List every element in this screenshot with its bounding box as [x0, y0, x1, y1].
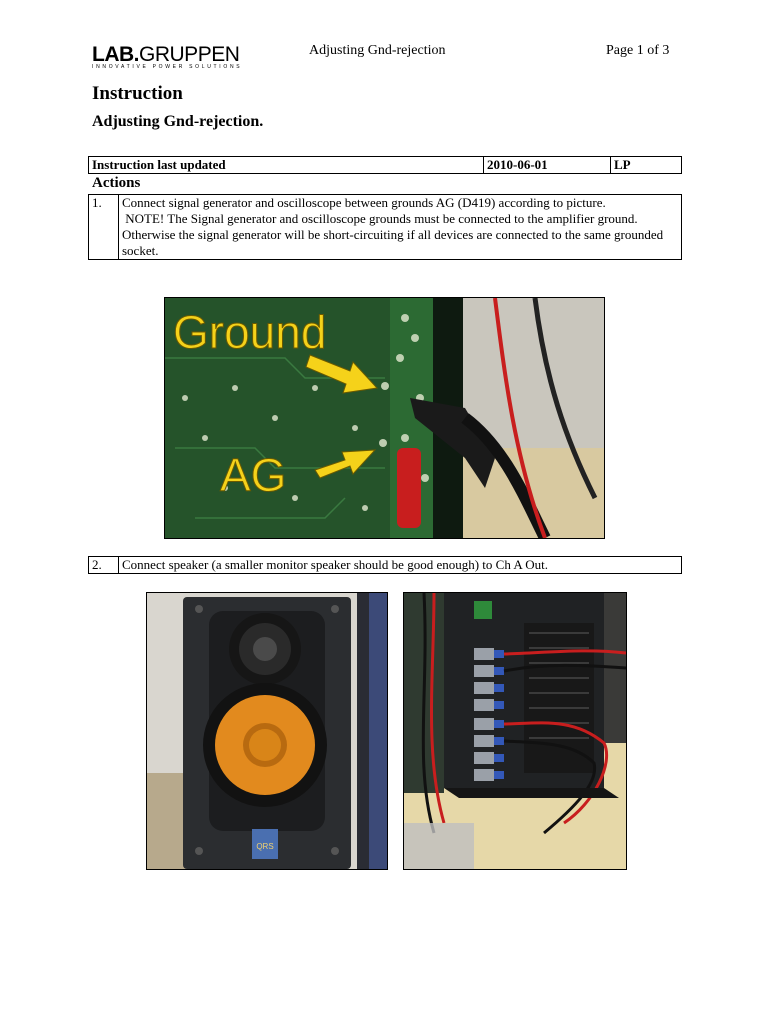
table-row: 2. Connect speaker (a smaller monitor sp… [88, 556, 682, 574]
step-number: 1. [88, 194, 119, 260]
step-text: Connect signal generator and oscilloscop… [118, 194, 682, 260]
ground-arrow-icon [305, 354, 379, 394]
step-2-table: 2. Connect speaker (a smaller monitor sp… [88, 556, 682, 574]
header-doc-title: Adjusting Gnd-rejection [309, 43, 446, 58]
table-row: Instruction last updated 2010-06-01 LP [88, 156, 682, 174]
logo-wordmark: LAB.GRUPPEN [92, 43, 240, 66]
ag-label: AG [220, 449, 286, 501]
ground-label: Ground [173, 306, 326, 358]
updated-table: Instruction last updated 2010-06-01 LP [88, 156, 682, 174]
ag-arrow-icon [314, 449, 377, 479]
pcb-ground-photo: Ground AG [164, 297, 605, 539]
monitor-speaker-photo: QRS [146, 592, 388, 870]
pcb-ground-illustration: Ground AG [165, 298, 604, 538]
speaker-badge-text: QRS [256, 842, 273, 851]
updated-label: Instruction last updated [88, 156, 484, 174]
table-row: 1. Connect signal generator and oscillos… [88, 194, 682, 260]
updated-author: LP [610, 156, 682, 174]
step-text-line: Connect signal generator and oscilloscop… [122, 195, 606, 210]
step-1-table: 1. Connect signal generator and oscillos… [88, 194, 682, 260]
lab-gruppen-logo: LAB.GRUPPEN INNOVATIVE POWER SOLUTIONS [92, 44, 284, 74]
logo-tagline: INNOVATIVE POWER SOLUTIONS [92, 64, 243, 70]
page-subheading: Adjusting Gnd-rejection. [92, 113, 264, 130]
amplifier-output-photo [403, 592, 627, 870]
step-text: Connect speaker (a smaller monitor speak… [118, 556, 682, 574]
step-note: NOTE! The Signal generator and oscillosc… [122, 211, 667, 258]
amplifier-illustration [404, 593, 626, 869]
updated-date: 2010-06-01 [483, 156, 611, 174]
speaker-illustration: QRS [147, 593, 387, 869]
actions-label: Actions [92, 175, 141, 191]
page-heading: Instruction [92, 83, 183, 104]
header-page-number: Page 1 of 3 [606, 43, 670, 58]
step-number: 2. [88, 556, 119, 574]
